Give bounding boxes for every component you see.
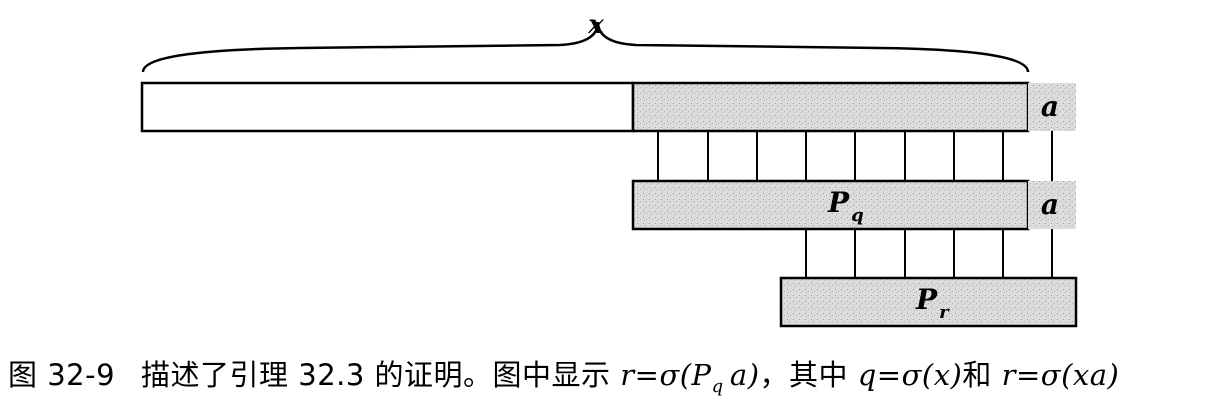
connectors-pq-to-pr	[805, 229, 1053, 278]
caption-text-2: ，其中	[759, 358, 858, 392]
caption-math-2: q=σ(x)	[857, 358, 963, 392]
caption-number: 图 32-9	[8, 358, 116, 392]
char-a-mid-cell	[1028, 181, 1076, 229]
label-a-top: a	[1041, 90, 1059, 123]
brace-label-x: x	[587, 10, 604, 40]
string-x-shaded-part	[631, 81, 1030, 133]
brace-x	[141, 21, 1030, 73]
label-a-mid: a	[1041, 188, 1059, 221]
string-x-white-part	[140, 81, 635, 133]
caption-text-1: 描述了引理 32.3 的证明。图中显示	[141, 358, 621, 392]
char-a-top-cell	[1028, 83, 1076, 131]
caption-text-3: 和	[962, 358, 1002, 392]
caption-math-3: r=σ(xa)	[1001, 358, 1120, 392]
connectors-x-to-pq	[657, 131, 1053, 181]
string-pr	[779, 276, 1078, 328]
figure-caption: 图 32-9 描述了引理 32.3 的证明。图中显示 r=σ(Pq a)，其中 q…	[8, 352, 1213, 397]
caption-math-1: r=σ(Pq a)	[620, 358, 760, 397]
string-pq	[631, 179, 1030, 231]
